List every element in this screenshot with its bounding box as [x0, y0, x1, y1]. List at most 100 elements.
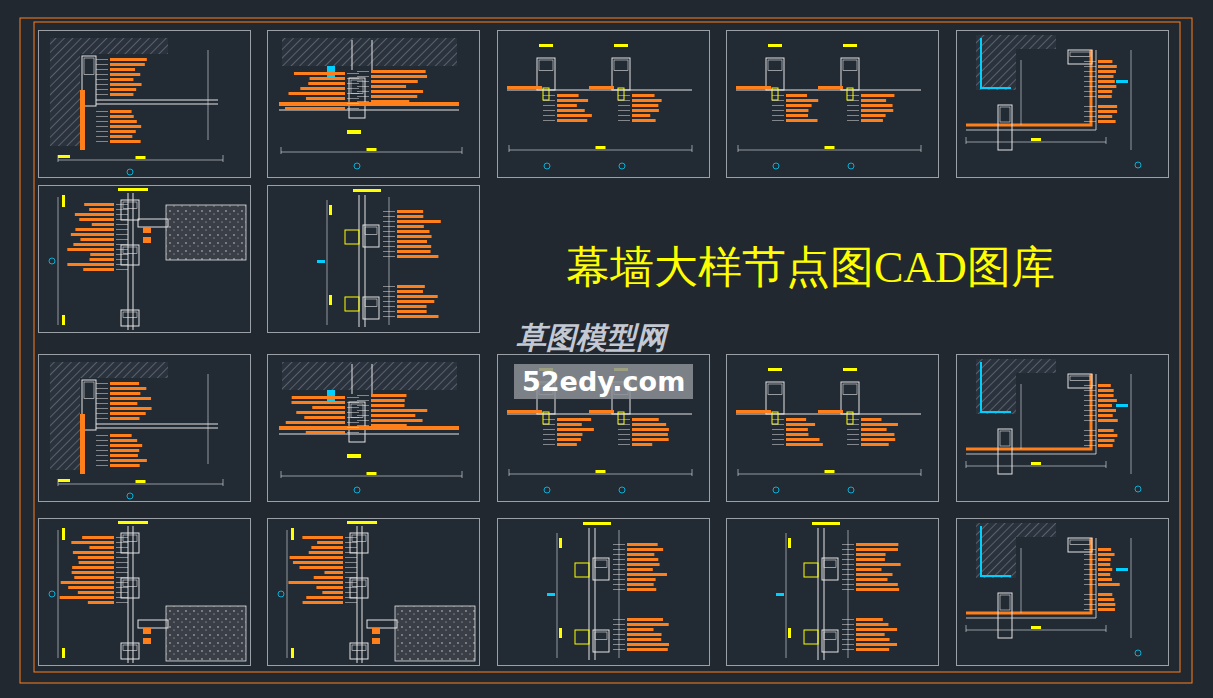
section-mark	[49, 591, 55, 597]
note-bar	[1098, 429, 1114, 432]
note-bar	[1098, 598, 1114, 601]
leader-line	[383, 221, 395, 222]
note-bar	[856, 568, 881, 571]
detail-panel	[727, 355, 939, 502]
profile-inner	[1070, 376, 1090, 381]
leader-line	[1084, 549, 1096, 550]
leader-line	[116, 254, 128, 255]
profile-inner	[84, 58, 94, 75]
leader-line	[842, 639, 854, 640]
note-bar	[786, 104, 812, 107]
leader-line	[613, 559, 625, 560]
note-bar	[397, 240, 427, 243]
glass-line	[592, 414, 692, 415]
cladding-corner	[966, 50, 1091, 125]
note-bar	[397, 220, 441, 223]
leader-line	[842, 554, 854, 555]
leader-line	[96, 79, 108, 80]
note-bar	[557, 443, 577, 446]
note-bar	[1098, 75, 1113, 78]
profile	[1068, 374, 1092, 388]
anchor	[352, 40, 353, 70]
section-mark	[354, 163, 360, 169]
note-bar	[627, 643, 669, 646]
leader-line	[96, 465, 108, 466]
panel-layer	[279, 102, 459, 106]
note-bar	[786, 119, 818, 122]
note-bar	[1098, 115, 1112, 118]
leader-line	[1084, 564, 1096, 565]
profile	[350, 643, 368, 659]
note-bar	[627, 583, 654, 586]
note-bar	[89, 546, 114, 549]
note-bar	[736, 410, 771, 413]
note-bar	[72, 566, 114, 569]
slab-hatch	[282, 38, 457, 66]
note-bar	[1098, 434, 1117, 437]
dimension-mark	[118, 521, 148, 524]
leader-line	[116, 552, 128, 553]
leader-line	[543, 95, 555, 96]
note-bar	[786, 114, 808, 117]
note-bar	[589, 410, 614, 413]
profile	[121, 533, 139, 553]
dimension-mark	[596, 146, 606, 149]
leader-line	[357, 425, 369, 426]
glass-line	[357, 526, 358, 663]
leader-line	[847, 95, 859, 96]
note-bar	[627, 623, 669, 626]
note-bar	[303, 601, 343, 604]
leader-line	[618, 120, 630, 121]
note-bar	[627, 628, 654, 631]
dimension-line	[327, 200, 328, 325]
note-bar	[856, 558, 885, 561]
note-bar	[371, 90, 423, 93]
dimension-mark	[843, 44, 857, 47]
profile	[121, 310, 139, 326]
note-bar	[786, 109, 808, 112]
dimension-line	[58, 530, 59, 658]
note-bar	[309, 551, 343, 554]
leader-line	[347, 422, 359, 423]
bolt	[143, 227, 151, 233]
profile-inner	[1000, 595, 1010, 610]
note-bar	[1098, 384, 1111, 387]
leader-line	[842, 574, 854, 575]
leader-line	[543, 434, 555, 435]
note-bar	[861, 418, 881, 421]
leader-line	[1084, 554, 1096, 555]
leader-line	[1084, 121, 1096, 122]
dimension-tick	[1106, 625, 1107, 632]
anchor	[352, 364, 353, 394]
note-bar	[856, 573, 893, 576]
cladding-corner	[966, 538, 1091, 613]
profile	[350, 578, 368, 598]
note-bar	[322, 591, 343, 594]
note-bar	[397, 235, 432, 238]
leader-line	[618, 424, 630, 425]
leader-line	[543, 429, 555, 430]
leader-line	[96, 418, 108, 419]
leader-line	[116, 577, 128, 578]
note-bar	[110, 434, 132, 437]
leader-line	[116, 219, 128, 220]
note-bar	[861, 114, 886, 117]
leader-line	[613, 619, 625, 620]
profile	[1068, 538, 1092, 552]
leader-line	[772, 95, 784, 96]
panel-line	[96, 428, 218, 429]
leader-line	[618, 434, 630, 435]
note-bar	[371, 419, 423, 422]
dimension-tick	[509, 469, 510, 476]
note-bar	[110, 392, 140, 395]
dimension-tick	[58, 155, 59, 162]
sheet-frame	[20, 18, 1192, 683]
leader-line	[116, 567, 128, 568]
leader-line	[1084, 579, 1096, 580]
profile	[998, 105, 1012, 150]
dimension-line	[966, 466, 1106, 467]
leader-line	[96, 116, 108, 117]
note-bar	[861, 104, 893, 107]
note-bar	[60, 596, 114, 599]
note-bar	[110, 464, 140, 467]
